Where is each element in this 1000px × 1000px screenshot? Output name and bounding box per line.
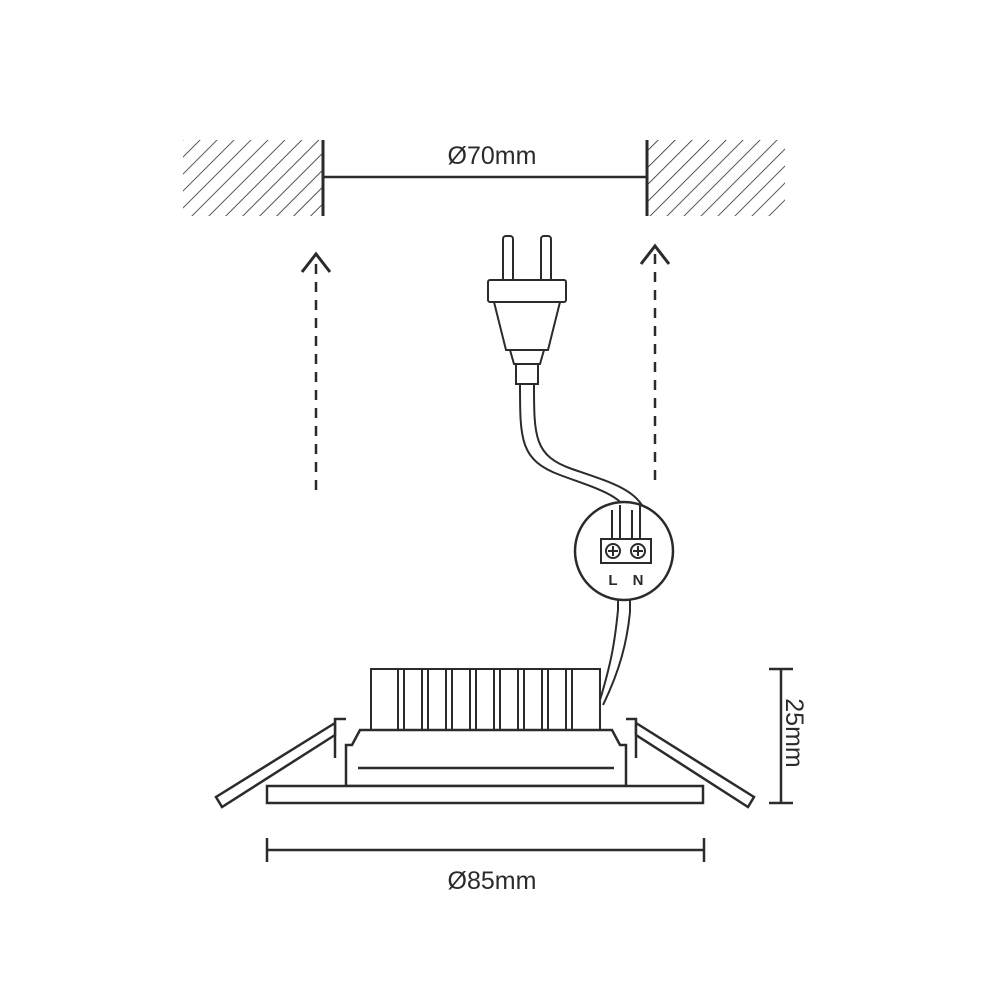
power-cable-inner [533,383,646,513]
terminal-neutral-label: N [633,572,644,589]
outer-diameter-dimension [265,838,706,862]
left-spring-clip [214,717,346,809]
lamp-trim-ring [265,784,705,805]
right-insert-arrow-icon [639,243,671,480]
cutout-diameter-label: Ø70mm [448,142,537,170]
screw-icon [630,543,646,559]
right-spring-clip [626,717,756,809]
driver-output-cable [599,600,619,701]
driver-output-cable-inner [602,600,631,706]
heatsink [370,668,601,731]
ceiling-left-section [183,140,325,216]
power-plug-icon [487,235,567,385]
power-cable [519,383,634,523]
driver-box: L N [573,500,675,602]
outer-diameter-label: Ø85mm [448,867,537,895]
ceiling-right-section [645,140,785,216]
left-insert-arrow-icon [300,251,332,490]
lamp-body [344,728,628,788]
screw-icon [605,543,621,559]
height-dimension [769,667,793,805]
terminal-live-label: L [608,572,617,589]
height-label: 25mm [780,698,808,767]
